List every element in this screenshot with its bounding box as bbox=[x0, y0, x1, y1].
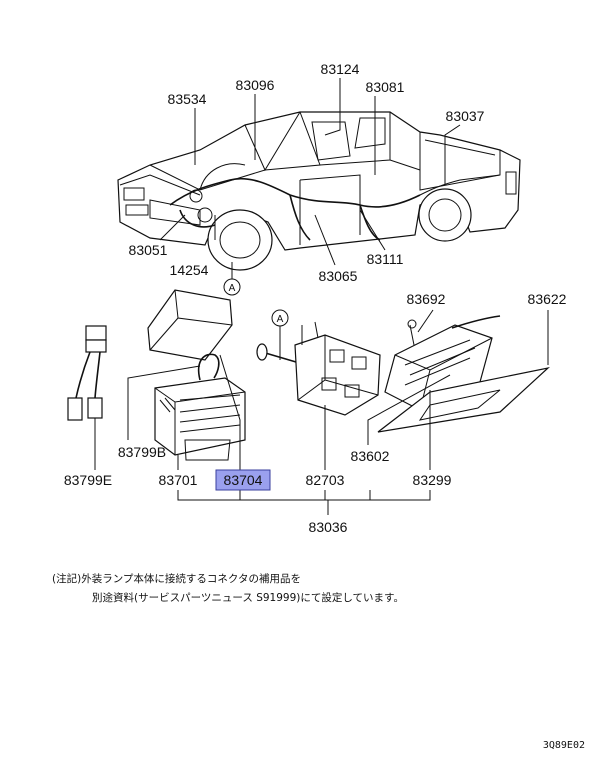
relay-unit-82703 bbox=[256, 321, 381, 416]
label-83051[interactable]: 83051 bbox=[129, 242, 168, 258]
panel-cover-83622 bbox=[377, 366, 550, 433]
label-83096[interactable]: 83096 bbox=[236, 77, 275, 93]
label-83036[interactable]: 83036 bbox=[309, 519, 348, 535]
junction-block-83701 bbox=[154, 353, 246, 461]
cover-83799b bbox=[147, 289, 233, 361]
pickup-truck-illustration bbox=[117, 111, 521, 271]
label-83037[interactable]: 83037 bbox=[446, 108, 485, 124]
part-labels: 83124 83096 83081 83534 83037 83051 1425… bbox=[64, 61, 567, 535]
leader-lines bbox=[94, 78, 549, 515]
footnote: (注記)外装ランプ本体に接続するコネクタの補用品を 別途資料(サービスパーツニュ… bbox=[52, 572, 404, 604]
label-83701[interactable]: 83701 bbox=[159, 472, 198, 488]
label-83602[interactable]: 83602 bbox=[351, 448, 390, 464]
ref-mark-a-lower-text: A bbox=[277, 314, 284, 325]
ref-mark-a-upper-text: A bbox=[229, 283, 236, 294]
label-83622[interactable]: 83622 bbox=[528, 291, 567, 307]
part-highlight-83704 bbox=[215, 469, 271, 491]
label-82703[interactable]: 82703 bbox=[306, 472, 345, 488]
label-83124[interactable]: 83124 bbox=[321, 61, 360, 77]
label-83799b[interactable]: 83799B bbox=[118, 444, 166, 460]
label-83065[interactable]: 83065 bbox=[319, 268, 358, 284]
label-83692[interactable]: 83692 bbox=[407, 291, 446, 307]
label-83704[interactable]: 83704 bbox=[224, 472, 263, 488]
connector-harness-83799e bbox=[67, 325, 107, 421]
label-83534[interactable]: 83534 bbox=[168, 91, 207, 107]
note-line-2: 別途資料(サービスパーツニュース S91999)にて設定しています。 bbox=[92, 591, 404, 604]
ref-mark-a-upper: A bbox=[223, 262, 241, 296]
label-83111[interactable]: 83111 bbox=[367, 251, 404, 267]
label-14254[interactable]: 14254 bbox=[170, 262, 209, 278]
ref-mark-a-lower: A bbox=[271, 309, 289, 360]
note-line-1: (注記)外装ランプ本体に接続するコネクタの補用品を bbox=[52, 572, 301, 585]
label-83799e[interactable]: 83799E bbox=[64, 472, 112, 488]
label-83299[interactable]: 83299 bbox=[413, 472, 452, 488]
diagram-code: 3Q89E02 bbox=[543, 740, 585, 751]
label-83081[interactable]: 83081 bbox=[366, 79, 405, 95]
